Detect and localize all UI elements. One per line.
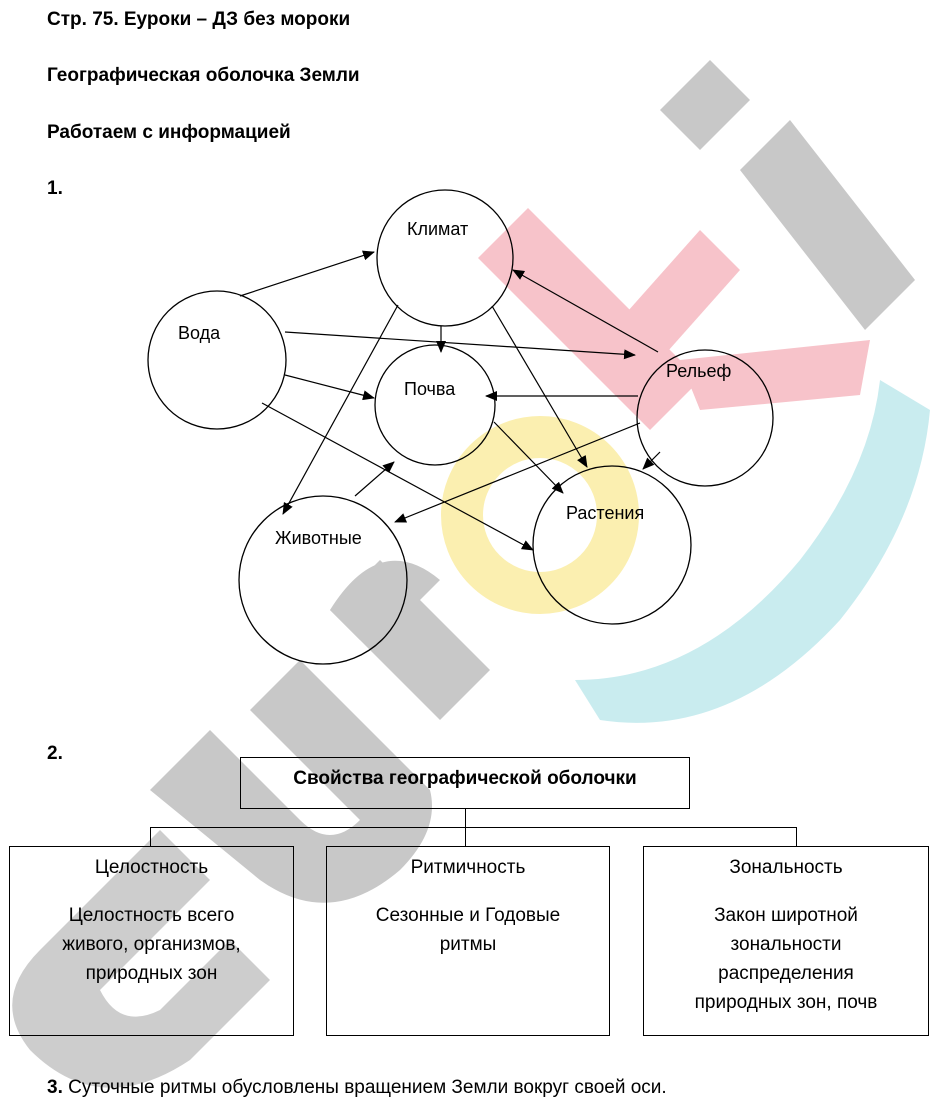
task1-number: 1. [47, 178, 63, 199]
property-text-line: ритмы [439, 934, 497, 955]
arrow-relief-climate [512, 269, 659, 353]
task3-text: Суточные ритмы обусловлены вращением Зем… [62, 1077, 667, 1098]
watermark-swoosh [575, 380, 930, 723]
arrow-water-relief [284, 331, 636, 360]
connector-right [796, 827, 797, 847]
property-text-line: Целостность всего [68, 905, 235, 926]
property-text-line: природных зон, почв [694, 992, 878, 1013]
arrow-relief-plants [642, 451, 661, 470]
node-animals-circle [238, 495, 408, 665]
node-climate-circle [376, 189, 514, 327]
arrow-soil-plants [493, 421, 564, 494]
property-text-line: природных зон [85, 963, 218, 984]
node-soil-label: Почва [404, 379, 456, 399]
section-heading: Работаем с информацией [47, 122, 291, 143]
property-title: Ритмичность [410, 857, 526, 878]
task3-answer: 3. Суточные ритмы обусловлены вращением … [47, 1077, 667, 1099]
node-water-circle [147, 290, 287, 430]
topic-heading: Географическая оболочка Земли [47, 65, 360, 86]
property-title: Зональность [729, 857, 843, 878]
arrow-water-plants [261, 402, 534, 551]
property-box-integrity: Целостность Целостность всего живого, ор… [9, 846, 294, 1036]
property-title: Целостность [94, 857, 209, 878]
watermark-letter-i [660, 60, 915, 330]
arrow-water-soil [284, 374, 375, 401]
page-title: Стр. 75. Еуроки – ДЗ без мороки [47, 9, 351, 30]
watermark-letter-e [12, 830, 270, 1088]
node-animals-label: Животные [275, 528, 362, 548]
node-relief-circle [636, 349, 774, 487]
node-relief-label: Рельеф [666, 361, 732, 381]
connector-vertical [465, 809, 466, 828]
arrow-water-climate [239, 250, 375, 297]
property-box-zonality: Зональность Закон широтной зональности р… [643, 846, 929, 1036]
watermark-letter-k [478, 208, 870, 430]
node-soil-circle [374, 344, 496, 466]
arrow-animals-soil [354, 461, 395, 497]
arrow-climate-animals [282, 304, 399, 515]
arrow-climate-plants [491, 305, 588, 468]
arrow-relief-animals [394, 422, 641, 523]
property-text-line: Сезонные и Годовые [375, 905, 561, 926]
node-plants-circle [532, 465, 692, 625]
connector-left [150, 827, 151, 847]
task2-number: 2. [47, 743, 63, 764]
connector-center [465, 827, 466, 847]
node-plants-label: Растения [566, 503, 644, 523]
root-label: Свойства географической оболочки [293, 768, 637, 789]
watermark-letter-r [330, 560, 490, 720]
property-text-line: распределения [718, 963, 854, 984]
property-text-line: живого, организмов, [62, 934, 241, 955]
watermark-letter-u [150, 660, 432, 903]
node-water-label: Вода [178, 323, 221, 343]
property-text-line: зональности [730, 934, 842, 955]
watermark-letter-o [441, 416, 639, 614]
property-box-rhythm: Ритмичность Сезонные и Годовые ритмы [326, 846, 610, 1036]
property-text-line: Закон широтной [714, 905, 858, 926]
node-climate-label: Климат [407, 219, 468, 239]
connector-horizontal [150, 827, 797, 828]
task3-number: 3. [47, 1077, 63, 1098]
root-box: Свойства географической оболочки [240, 757, 690, 809]
